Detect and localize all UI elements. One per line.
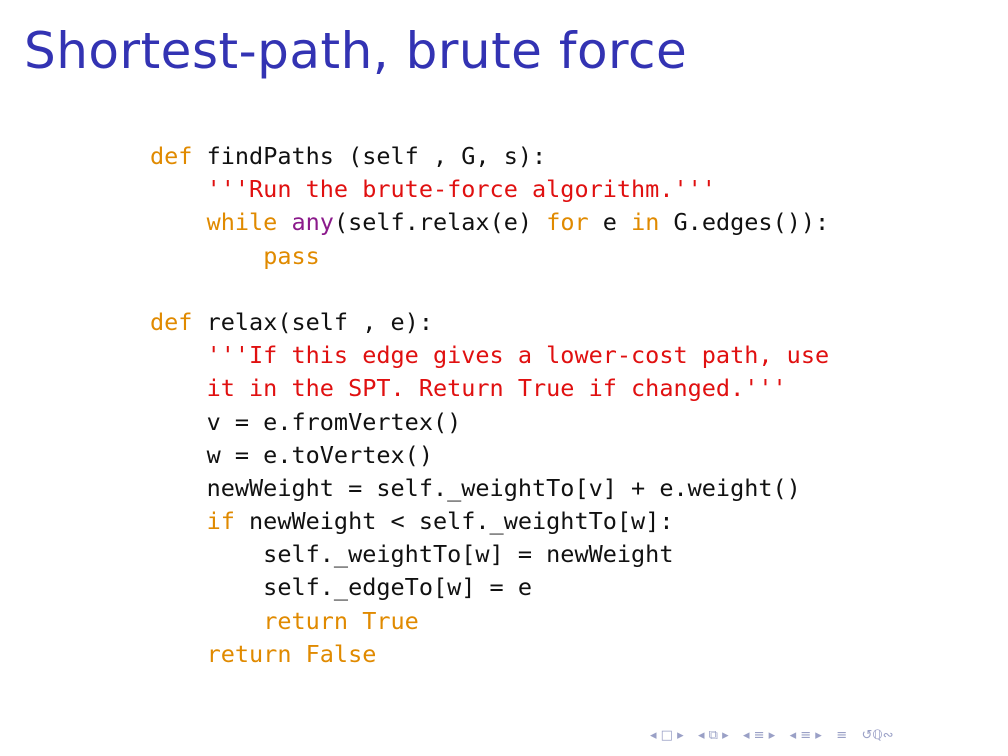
code-keyword: return False bbox=[206, 639, 377, 668]
code-line: '''Run the brute-force algorithm.''' bbox=[150, 173, 829, 206]
code-text bbox=[150, 640, 207, 668]
code-block: def findPaths (self , G, s): '''Run the … bbox=[150, 140, 829, 671]
code-line: w = e.toVertex() bbox=[150, 439, 829, 472]
code-text: relax(self , e): bbox=[192, 307, 433, 336]
code-line: def relax(self , e): bbox=[150, 306, 829, 339]
nav-appendix-icon[interactable]: ≡ bbox=[836, 728, 860, 743]
code-text bbox=[150, 507, 207, 535]
code-line: newWeight = self._weightTo[v] + e.weight… bbox=[150, 472, 829, 505]
code-line: pass bbox=[150, 240, 829, 273]
code-text: e bbox=[588, 208, 632, 237]
nav-section-icon[interactable]: ◂ ⧉ ▸ bbox=[698, 728, 741, 743]
code-text: self._weightTo[w] = newWeight bbox=[150, 540, 674, 569]
code-line: if newWeight < self._weightTo[w]: bbox=[150, 505, 829, 538]
code-line: while any(self.relax(e) for e in G.edges… bbox=[150, 206, 830, 239]
code-text bbox=[150, 607, 263, 635]
nav-first-icon[interactable]: ◂ □ ▸ bbox=[650, 728, 696, 743]
code-keyword: while bbox=[206, 208, 278, 237]
code-keyword: def bbox=[150, 307, 193, 336]
code-line: return False bbox=[150, 638, 829, 671]
nav-frame-icon[interactable]: ◂ ≡ ▸ bbox=[789, 728, 835, 743]
code-line: return True bbox=[150, 605, 829, 638]
nav-search-icon[interactable]: ↺ℚ∾ bbox=[861, 728, 906, 743]
slide-title: Shortest-path, brute force bbox=[24, 22, 688, 80]
code-line: self._edgeTo[w] = e bbox=[150, 571, 829, 604]
code-text bbox=[150, 208, 207, 236]
code-keyword: return True bbox=[263, 606, 419, 635]
code-builtin: any bbox=[291, 208, 334, 237]
code-text: v = e.fromVertex() bbox=[150, 407, 462, 436]
code-string: '''Run the brute-force algorithm.''' bbox=[150, 175, 716, 204]
code-line: '''If this edge gives a lower-cost path,… bbox=[150, 339, 830, 372]
code-text: (self.relax(e) bbox=[333, 208, 547, 237]
code-text: w = e.toVertex() bbox=[150, 440, 433, 469]
code-string: it in the SPT. Return True if changed.''… bbox=[150, 374, 787, 403]
code-text: G.edges()): bbox=[659, 208, 830, 237]
code-keyword: for bbox=[546, 208, 589, 237]
code-text: newWeight < self._weightTo[w]: bbox=[234, 507, 674, 536]
code-text: newWeight = self._weightTo[v] + e.weight… bbox=[150, 473, 801, 502]
code-line: v = e.fromVertex() bbox=[150, 406, 829, 439]
code-text bbox=[277, 208, 291, 236]
beamer-navigation-bar[interactable]: ◂ □ ▸ ◂ ⧉ ▸ ◂ ≡ ▸ ◂ ≡ ▸ ≡ ↺ℚ∾ bbox=[650, 728, 908, 743]
code-text: findPaths (self , G, s): bbox=[192, 142, 547, 170]
code-text: self._edgeTo[w] = e bbox=[150, 573, 533, 602]
code-text bbox=[150, 242, 263, 270]
code-line: def findPaths (self , G, s): bbox=[150, 140, 829, 173]
code-line bbox=[150, 273, 829, 306]
code-keyword: def bbox=[150, 142, 193, 170]
code-keyword: in bbox=[631, 208, 660, 237]
code-string: '''If this edge gives a lower-cost path,… bbox=[150, 341, 830, 370]
code-line: self._weightTo[w] = newWeight bbox=[150, 538, 829, 571]
nav-subsection-icon[interactable]: ◂ ≡ ▸ bbox=[743, 728, 788, 743]
code-line: it in the SPT. Return True if changed.''… bbox=[150, 372, 829, 405]
code-keyword: if bbox=[206, 507, 235, 536]
code-keyword: pass bbox=[263, 241, 320, 270]
